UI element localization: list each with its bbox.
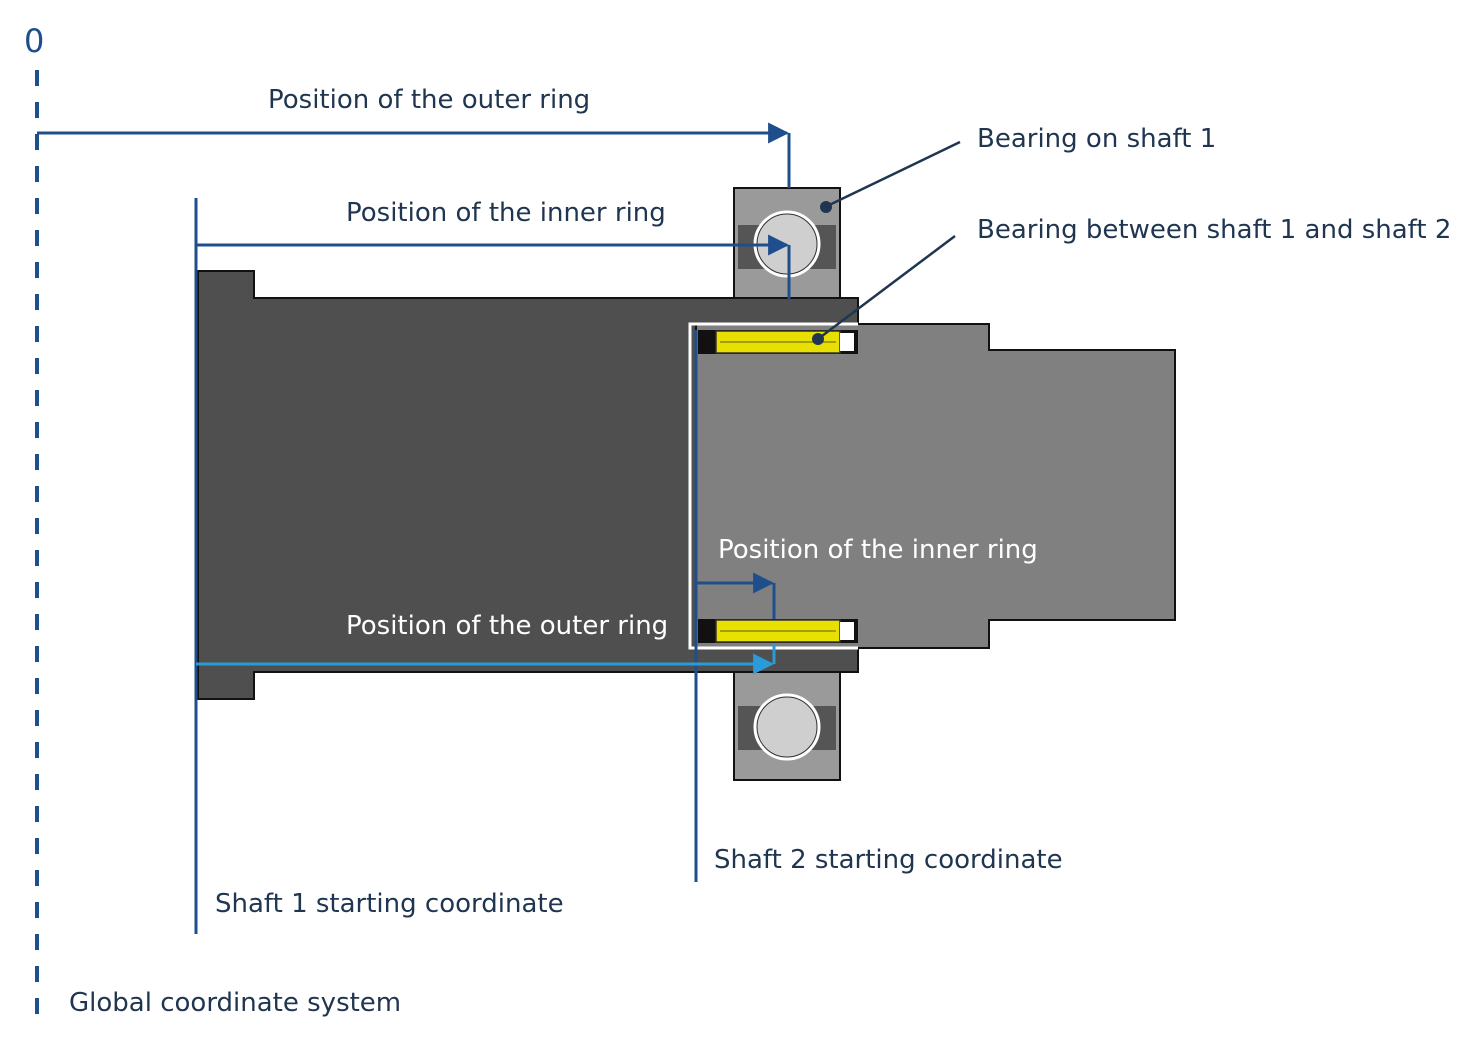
label-shaft2-start: Shaft 2 starting coordinate <box>714 845 1063 875</box>
callout-line-bearing-shaft1 <box>822 140 961 210</box>
origin-label: 0 <box>24 22 44 60</box>
needle-bearing-top <box>698 330 858 354</box>
label-outer-ring-lower: Position of the outer ring <box>346 611 668 641</box>
label-outer-ring-top: Position of the outer ring <box>268 85 590 115</box>
needle-bearing-bottom <box>698 619 858 643</box>
label-bearing-shaft1: Bearing on shaft 1 <box>977 124 1216 154</box>
callout-line-bearing-between <box>817 235 956 340</box>
ball-bearing-bottom <box>733 671 841 781</box>
label-inner-ring-top: Position of the inner ring <box>346 198 666 228</box>
label-global-system: Global coordinate system <box>69 988 401 1018</box>
shaft-2 <box>695 323 1176 649</box>
label-shaft1-start: Shaft 1 starting coordinate <box>215 889 564 919</box>
callout-dot-bearing-shaft1 <box>820 201 832 213</box>
callout-dot-bearing-between <box>812 333 824 345</box>
shaft-1 <box>197 270 859 700</box>
label-bearing-between: Bearing between shaft 1 and shaft 2 <box>977 215 1451 245</box>
label-inner-ring-lower: Position of the inner ring <box>718 535 1038 565</box>
